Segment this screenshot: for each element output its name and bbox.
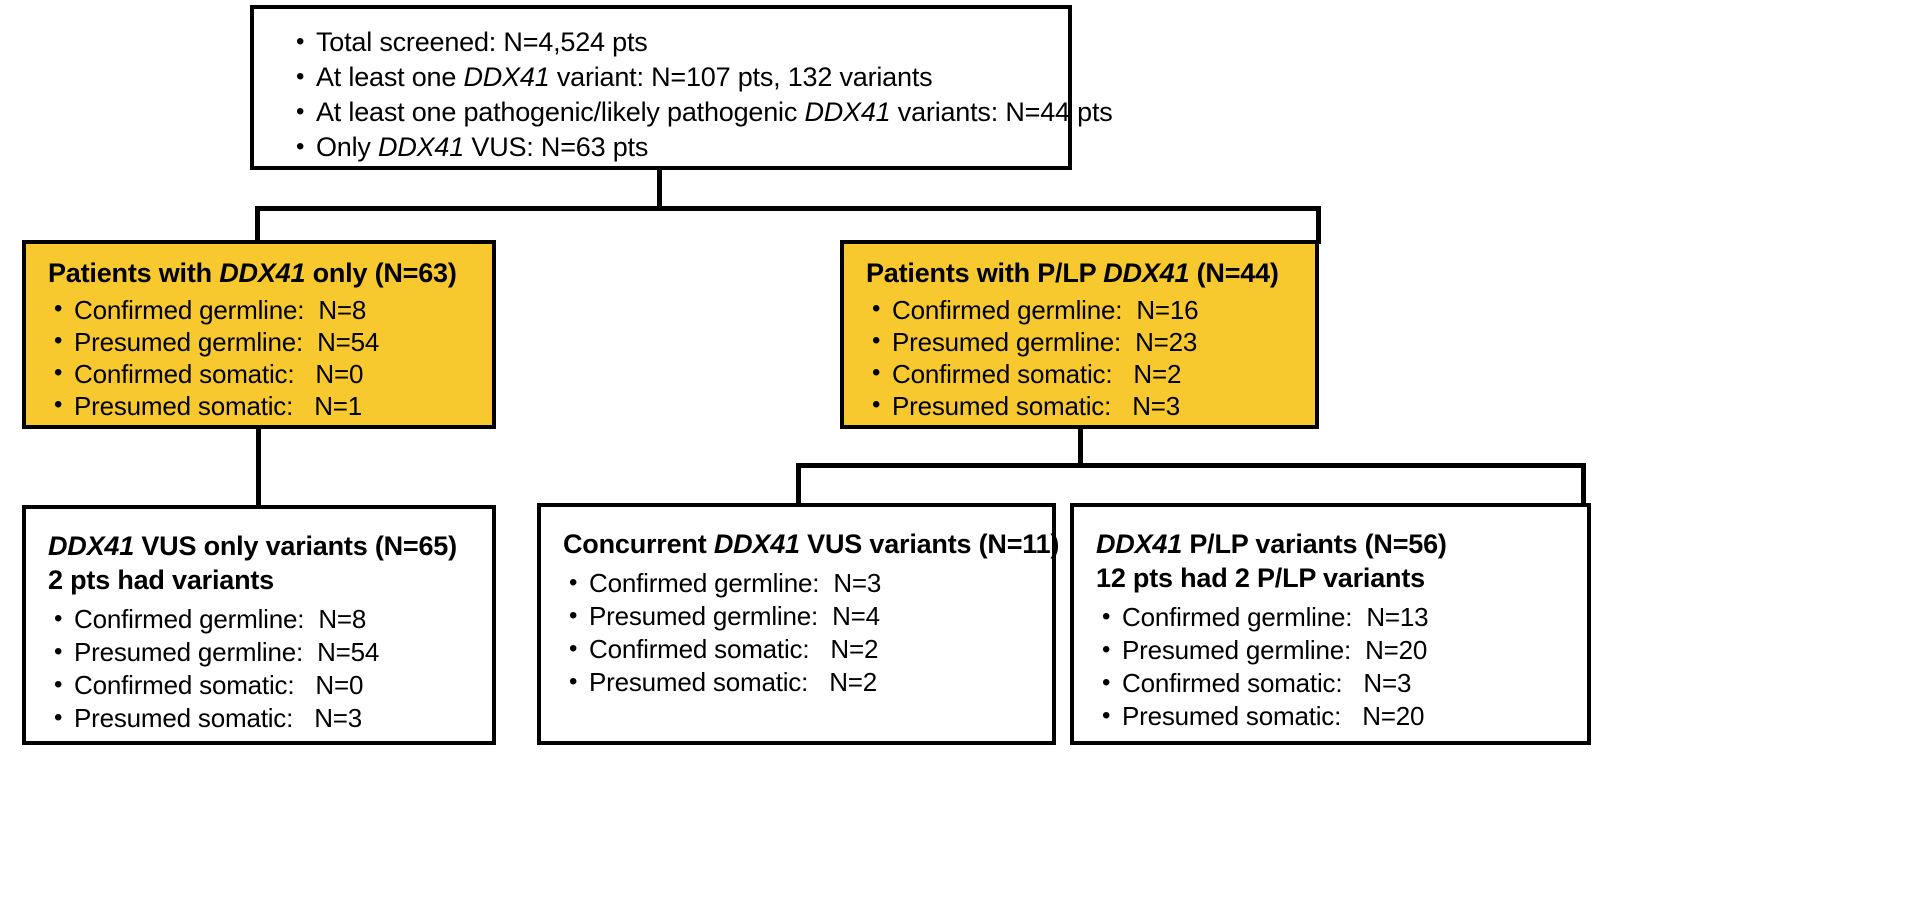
- box-title: Patients with P/LP DDX41 (N=44): [866, 258, 1279, 288]
- ddx41-plp-variants-box: DDX41 P/LP variants (N=56) 12 pts had 2 …: [1070, 503, 1591, 745]
- connector-tier2-bar: [255, 206, 1321, 211]
- list-item: Presumed somatic: N=3: [866, 389, 1315, 422]
- concurrent-ddx41-vus-variants-box: Concurrent DDX41 VUS variants (N=11) Con…: [537, 503, 1060, 745]
- list-item: Total screened: N=4,524 pts: [290, 24, 1068, 60]
- ddx41-vus-only-variants-list: Confirmed germline: N=8 Presumed germlin…: [48, 602, 492, 735]
- box-title: Patients with DDX41 only (N=63): [48, 258, 457, 288]
- connector-tier2-right-drop: [1316, 206, 1321, 244]
- patients-plp-ddx41-list: Confirmed germline: N=16 Presumed germli…: [866, 293, 1315, 422]
- connector-right-stem: [1078, 429, 1083, 466]
- box-subtitle: 2 pts had variants: [48, 565, 274, 595]
- list-item: Presumed germline: N=54: [48, 325, 492, 358]
- box-title: DDX41 P/LP variants (N=56): [1096, 529, 1447, 559]
- connector-tier2-left-drop: [255, 206, 260, 244]
- list-item: Confirmed germline: N=16: [866, 293, 1315, 326]
- list-item: Presumed germline: N=54: [48, 635, 492, 669]
- list-item: Confirmed somatic: N=0: [48, 357, 492, 390]
- concurrent-ddx41-vus-variants-list: Confirmed germline: N=3 Presumed germlin…: [563, 566, 1052, 699]
- screening-summary-box: Total screened: N=4,524 pts At least one…: [250, 5, 1113, 170]
- list-item: At least one DDX41 variant: N=107 pts, 1…: [290, 59, 1068, 95]
- list-item: Presumed somatic: N=1: [48, 389, 492, 422]
- ddx41-vus-only-variants-box: DDX41 VUS only variants (N=65) 2 pts had…: [22, 505, 496, 745]
- list-item: Confirmed somatic: N=3: [1096, 666, 1587, 700]
- connector-tier3-bar: [796, 463, 1586, 468]
- connector-top-stem: [657, 170, 662, 210]
- list-item: Confirmed germline: N=8: [48, 602, 492, 636]
- list-item: Confirmed somatic: N=0: [48, 668, 492, 702]
- list-item: Presumed germline: N=4: [563, 599, 1052, 633]
- screening-summary-list: Total screened: N=4,524 pts At least one…: [290, 24, 1113, 165]
- connector-tier3-middle-drop: [796, 463, 801, 505]
- list-item: Confirmed somatic: N=2: [866, 357, 1315, 390]
- connector-left-to-bottomleft: [256, 429, 261, 507]
- list-item: Presumed somatic: N=20: [1096, 699, 1587, 733]
- patients-ddx41-only-box: Patients with DDX41 only (N=63) Confirme…: [22, 240, 496, 429]
- list-item: Presumed germline: N=23: [866, 325, 1315, 358]
- connector-tier3-right-drop: [1581, 463, 1586, 505]
- list-item: At least one pathogenic/likely pathogeni…: [290, 94, 1113, 130]
- list-item: Confirmed somatic: N=2: [563, 632, 1052, 666]
- box-subtitle: 12 pts had 2 P/LP variants: [1096, 563, 1425, 593]
- ddx41-plp-variants-list: Confirmed germline: N=13 Presumed germli…: [1096, 600, 1587, 733]
- list-item: Confirmed germline: N=8: [48, 293, 492, 326]
- list-item: Presumed somatic: N=2: [563, 665, 1052, 699]
- list-item: Only DDX41 VUS: N=63 pts: [290, 129, 1068, 165]
- list-item: Presumed germline: N=20: [1096, 633, 1587, 667]
- box-title: DDX41 VUS only variants (N=65): [48, 531, 457, 561]
- patients-plp-ddx41-box: Patients with P/LP DDX41 (N=44) Confirme…: [840, 240, 1319, 429]
- list-item: Confirmed germline: N=13: [1096, 600, 1587, 634]
- patients-ddx41-only-list: Confirmed germline: N=8 Presumed germlin…: [48, 293, 492, 422]
- box-title: Concurrent DDX41 VUS variants (N=11): [563, 529, 1060, 559]
- list-item: Presumed somatic: N=3: [48, 701, 492, 735]
- list-item: Confirmed germline: N=3: [563, 566, 1052, 600]
